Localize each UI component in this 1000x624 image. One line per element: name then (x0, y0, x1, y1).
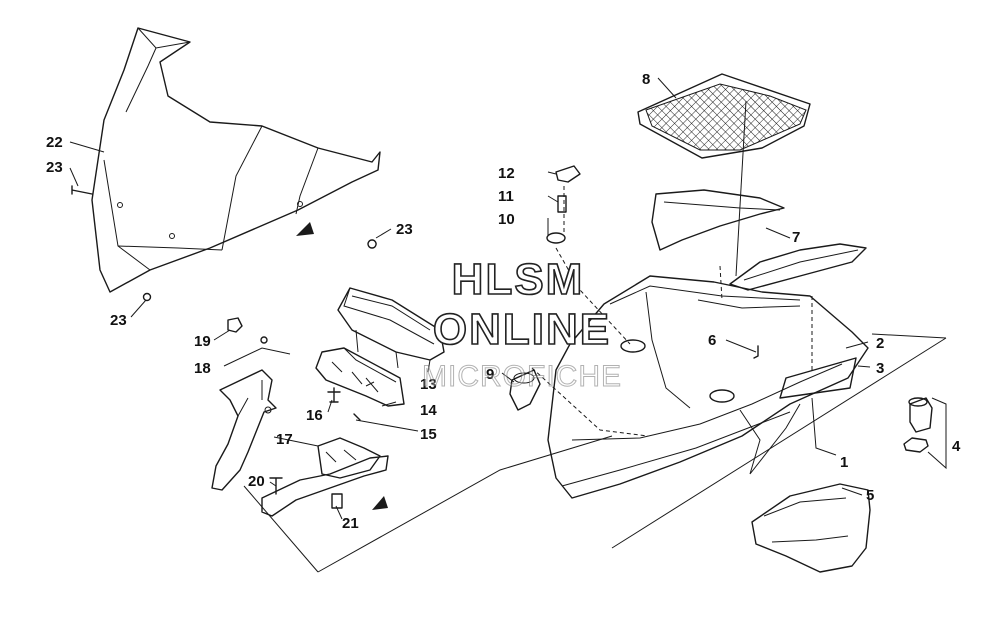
gauge-part (337, 287, 445, 373)
callout-11: 11 (498, 188, 514, 205)
callout-3: 3 (876, 360, 884, 377)
group-bracket-line (243, 485, 319, 573)
callout-10: 10 (498, 211, 515, 228)
callout-2: 2 (876, 335, 884, 352)
callout-23-right: 23 (396, 221, 413, 238)
callout-8: 8 (642, 71, 650, 88)
assembly-guide-line (531, 367, 649, 437)
washer-part (260, 336, 268, 344)
group-bracket-line (317, 435, 613, 573)
watermark: HLSM ONLINE MICROFICHE (422, 254, 622, 393)
leader-lines (69, 77, 871, 520)
callout-22: 22 (46, 134, 63, 151)
callout-17: 17 (276, 431, 293, 448)
callout-15: 15 (420, 426, 437, 443)
windshield-part (91, 27, 381, 293)
key-cap-part (555, 165, 581, 183)
foot-pad-part (751, 483, 871, 573)
callout-23-left: 23 (46, 159, 63, 176)
callout-4: 4 (952, 438, 961, 455)
callout-13: 13 (420, 376, 437, 393)
gauge-bracket-part (315, 347, 405, 407)
bracket-screw-part (327, 387, 341, 403)
key-part (557, 195, 567, 213)
assembly-guide-line (719, 265, 813, 370)
group-bracket-line (927, 397, 947, 470)
bolt-part (269, 477, 343, 509)
ignition-nut-part (546, 232, 566, 244)
callout-14: 14 (420, 402, 437, 419)
assembly-guide-line (555, 186, 631, 345)
side-light-part (903, 397, 933, 453)
callout-19: 19 (194, 333, 211, 350)
watermark-line2: ONLINE (433, 305, 611, 354)
callout-18: 18 (194, 360, 211, 377)
callout-1: 1 (840, 454, 848, 471)
callout-21: 21 (342, 515, 359, 532)
callout-23-bottom: 23 (110, 312, 127, 329)
callout-9: 9 (486, 366, 494, 383)
hood-screw-part (753, 345, 759, 359)
direction-arrow-icon (296, 222, 314, 236)
windshield-screw-part (71, 185, 377, 302)
callout-7: 7 (792, 229, 800, 246)
nut-part (227, 317, 243, 333)
callout-12: 12 (498, 165, 515, 182)
callout-5: 5 (866, 487, 874, 504)
direction-arrow-icon (372, 496, 388, 510)
mount-bracket-part (211, 369, 389, 517)
window-guard-part (651, 189, 867, 291)
watermark-line1: HLSM (452, 255, 585, 304)
group-bracket-line (871, 333, 947, 339)
storage-tray-part (637, 73, 811, 159)
hood-part (547, 275, 869, 499)
callout-16: 16 (306, 407, 323, 424)
callout-6: 6 (708, 332, 716, 349)
group-bracket-line (611, 337, 947, 549)
watermark-line3: MICROFICHE (422, 360, 622, 393)
pin-part (353, 413, 361, 421)
callout-20: 20 (248, 473, 265, 490)
